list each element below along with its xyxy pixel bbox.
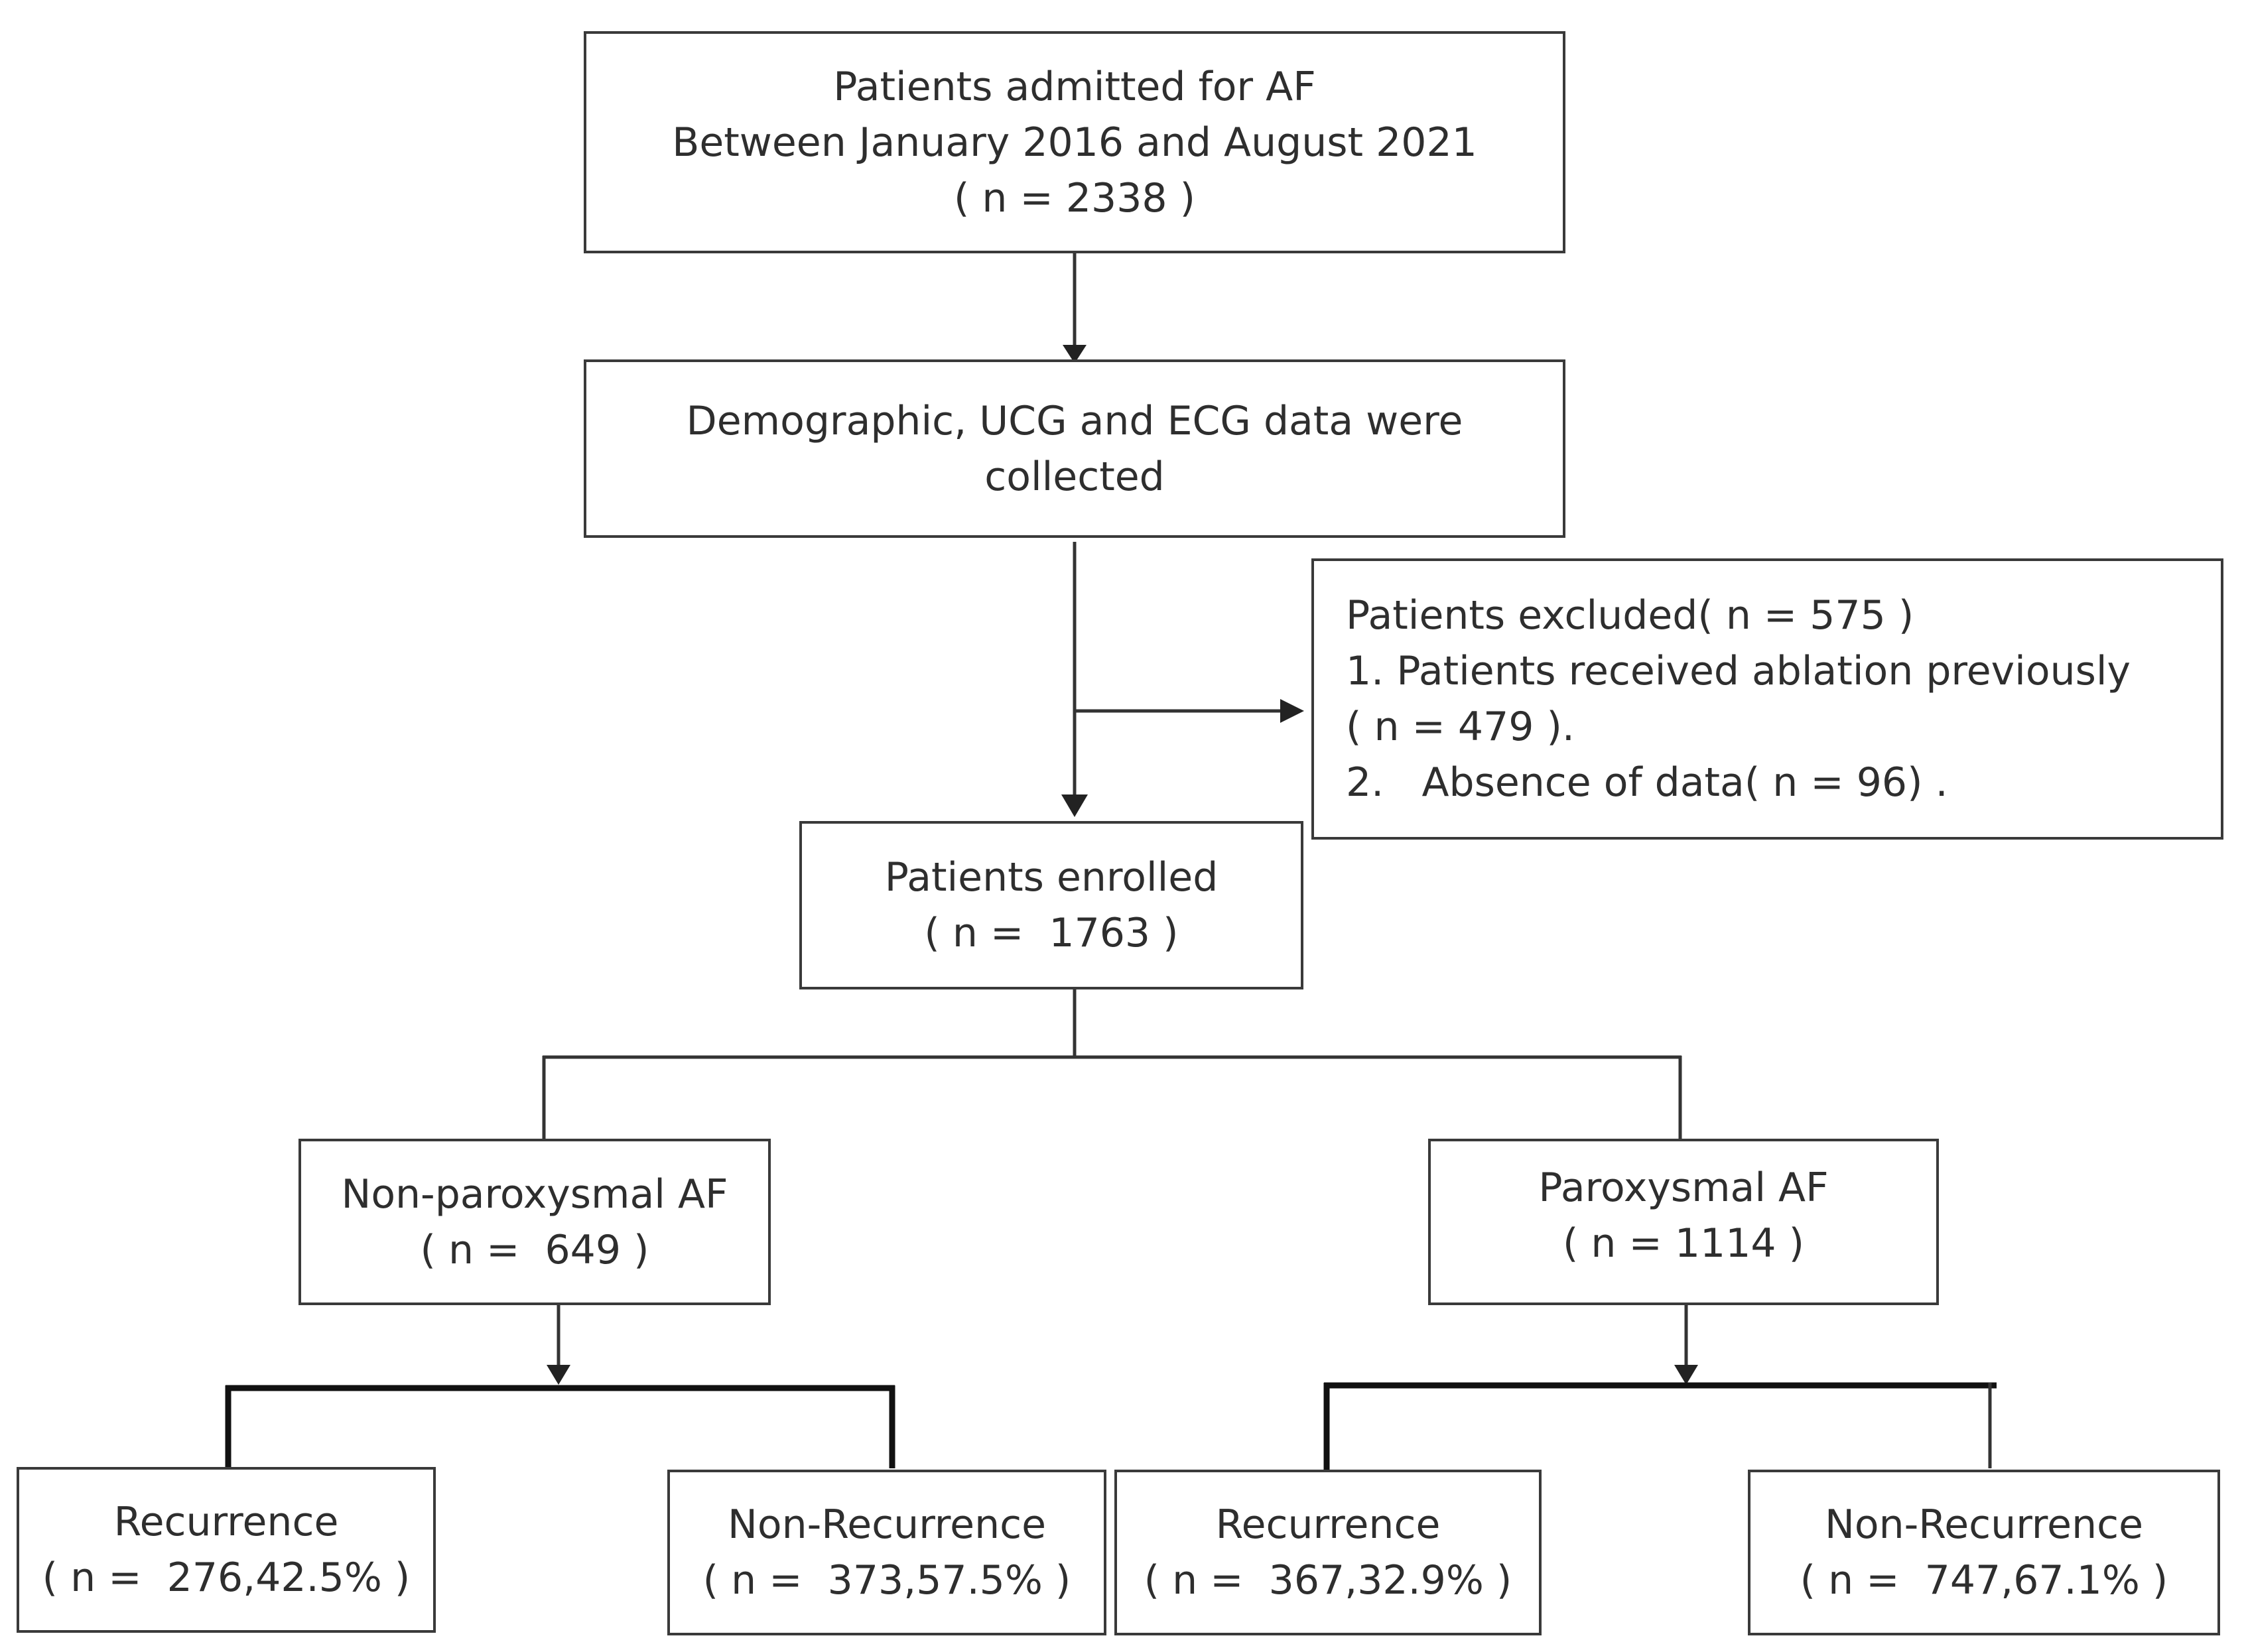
- collected-line-2: collected: [984, 453, 1165, 500]
- excluded-item-2: 2. Absence of data( n = 96) .: [1346, 759, 1948, 806]
- arrowhead-collected-to-enrolled: [1061, 794, 1088, 817]
- box-patients-excluded: Patients excluded( n = 575 ) 1. Patients…: [1311, 558, 2223, 840]
- excluded-item-1-word-1: Patients: [1396, 648, 1556, 694]
- p-non-recurrence-title: Non-Recurrence: [1825, 1501, 2143, 1548]
- p-recurrence-count: ( n = 367,32.9% ): [1144, 1557, 1512, 1604]
- excluded-item-1-number: 1.: [1346, 648, 1384, 694]
- admitted-title: Patients admitted for AF: [833, 63, 1316, 110]
- paroxysmal-count: ( n = 1114 ): [1562, 1220, 1805, 1267]
- excluded-item-1: 1. Patients received ablation previously: [1346, 643, 2192, 699]
- np-non-recurrence-count: ( n = 373,57.5% ): [702, 1557, 1071, 1604]
- arrowhead-to-excluded: [1280, 699, 1304, 723]
- collected-line-1: Demographic, UCG and ECG data were: [686, 397, 1463, 444]
- box-non-paroxysmal-recurrence: Recurrence ( n = 276,42.5% ): [17, 1467, 436, 1633]
- excluded-title: Patients excluded( n = 575 ): [1346, 592, 1914, 639]
- box-paroxysmal-non-recurrence: Non-Recurrence ( n = 747,67.1% ): [1748, 1470, 2220, 1635]
- box-patients-admitted: Patients admitted for AF Between January…: [584, 31, 1565, 253]
- excluded-item-1-word-4: previously: [1926, 648, 2131, 694]
- np-recurrence-title: Recurrence: [113, 1499, 339, 1545]
- excluded-item-1-count: ( n = 479 ).: [1346, 704, 1575, 750]
- non-paroxysmal-title: Non-paroxysmal AF: [341, 1171, 728, 1218]
- admitted-period: Between January 2016 and August 2021: [672, 119, 1477, 166]
- enrolled-count: ( n = 1763 ): [924, 910, 1179, 956]
- excluded-item-1-word-3: ablation: [1752, 648, 1914, 694]
- excluded-item-1-word-2: received: [1568, 648, 1739, 694]
- box-paroxysmal-recurrence: Recurrence ( n = 367,32.9% ): [1114, 1470, 1542, 1635]
- arrowhead-admitted-to-collected: [1063, 345, 1087, 363]
- p-recurrence-title: Recurrence: [1215, 1501, 1441, 1548]
- enrolled-title: Patients enrolled: [884, 854, 1219, 901]
- arrowhead-paroxysmal-down: [1674, 1365, 1698, 1385]
- non-paroxysmal-count: ( n = 649 ): [420, 1226, 649, 1273]
- box-paroxysmal-af: Paroxysmal AF ( n = 1114 ): [1428, 1139, 1939, 1305]
- box-non-paroxysmal-af: Non-paroxysmal AF ( n = 649 ): [298, 1139, 771, 1305]
- arrowhead-non-paroxysmal-down: [547, 1365, 570, 1385]
- np-recurrence-count: ( n = 276,42.5% ): [42, 1555, 411, 1601]
- box-non-paroxysmal-non-recurrence: Non-Recurrence ( n = 373,57.5% ): [667, 1470, 1106, 1635]
- admitted-count: ( n = 2338 ): [953, 174, 1196, 222]
- box-patients-enrolled: Patients enrolled ( n = 1763 ): [799, 821, 1303, 989]
- box-data-collected: Demographic, UCG and ECG data were colle…: [584, 359, 1565, 538]
- paroxysmal-title: Paroxysmal AF: [1538, 1165, 1829, 1211]
- p-non-recurrence-count: ( n = 747,67.1% ): [1800, 1557, 2168, 1604]
- np-non-recurrence-title: Non-Recurrence: [728, 1501, 1046, 1548]
